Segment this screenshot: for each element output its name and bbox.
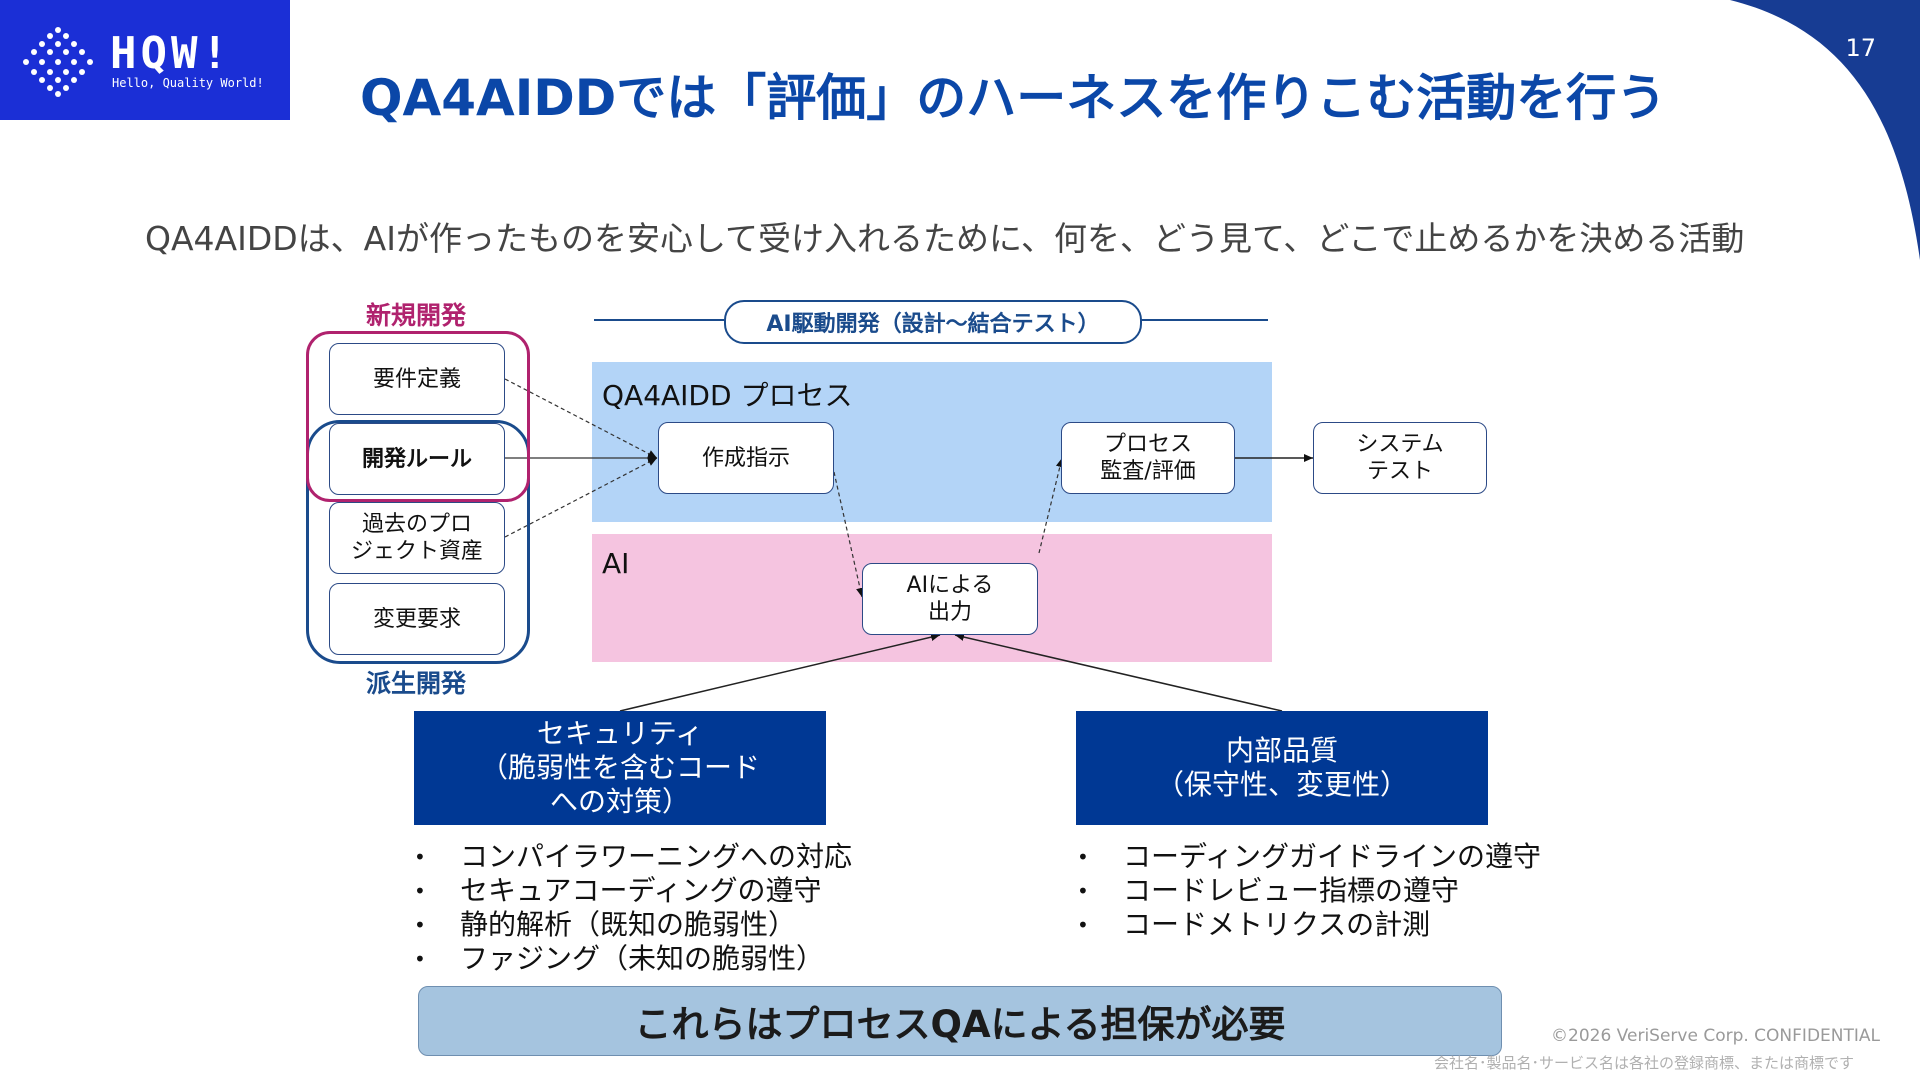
node-ai-output: AIによる 出力 [862,563,1038,635]
slide-subtitle: QA4AIDDは、AIが作ったものを安心して受け入れるために、何を、どう見て、ど… [145,219,1745,258]
input-requirements: 要件定義 [329,343,505,415]
slide-title: QA4AIDDでは「評価」のハーネスを作りこむ活動を行う [360,69,1667,127]
process-lane-label: QA4AIDD プロセス [602,379,853,412]
ai-lane-label: AI [602,547,630,580]
derived-dev-group [306,420,530,664]
security-block: セキュリティ （脆弱性を含むコード への対策） [414,711,826,825]
input-change-request: 変更要求 [329,583,505,655]
new-dev-group [306,331,530,502]
node-process-audit: プロセス 監査/評価 [1061,422,1235,494]
node-system-test: システム テスト [1313,422,1487,494]
logo-tagline: Hello, Quality World! [112,76,264,90]
new-dev-label: 新規開発 [365,301,466,330]
node-instruction: 作成指示 [658,422,834,494]
internal-quality-list-item: コードレビュー指標の遵守 [1077,874,1541,908]
internal-quality-list-item: コーディングガイドラインの遵守 [1077,840,1541,874]
security-list-item: 静的解析（既知の脆弱性） [414,908,852,942]
brand-logo: HQW! Hello, Quality World! [0,0,290,120]
conclusion-banner: これらはプロセスQAによる担保が必要 [418,986,1502,1056]
security-list: コンパイラワーニングへの対応 セキュアコーディングの遵守 静的解析（既知の脆弱性… [414,840,852,976]
dot-grid-logo-icon [23,27,93,97]
logo-wordmark: HQW! [110,28,232,79]
internal-quality-list-item: コードメトリクスの計測 [1077,908,1541,942]
ai-driven-dev-label: AI駆動開発（設計～結合テスト） [724,300,1142,344]
internal-quality-block: 内部品質 （保守性、変更性） [1076,711,1488,825]
derived-dev-label: 派生開発 [365,669,466,698]
trademark-notice: 会社名･製品名･サービス名は各社の登録商標、または商標です [1433,1054,1854,1072]
security-list-item: ファジング（未知の脆弱性） [414,942,852,976]
page-number: 17 [1845,34,1876,62]
input-dev-rules: 開発ルール [329,423,505,495]
copyright-notice: ©2026 VeriServe Corp. CONFIDENTIAL [1551,1026,1880,1046]
security-list-item: セキュアコーディングの遵守 [414,874,852,908]
input-past-assets: 過去のプロ ジェクト資産 [329,502,505,574]
internal-quality-list: コーディングガイドラインの遵守 コードレビュー指標の遵守 コードメトリクスの計測 [1077,840,1541,942]
security-list-item: コンパイラワーニングへの対応 [414,840,852,874]
